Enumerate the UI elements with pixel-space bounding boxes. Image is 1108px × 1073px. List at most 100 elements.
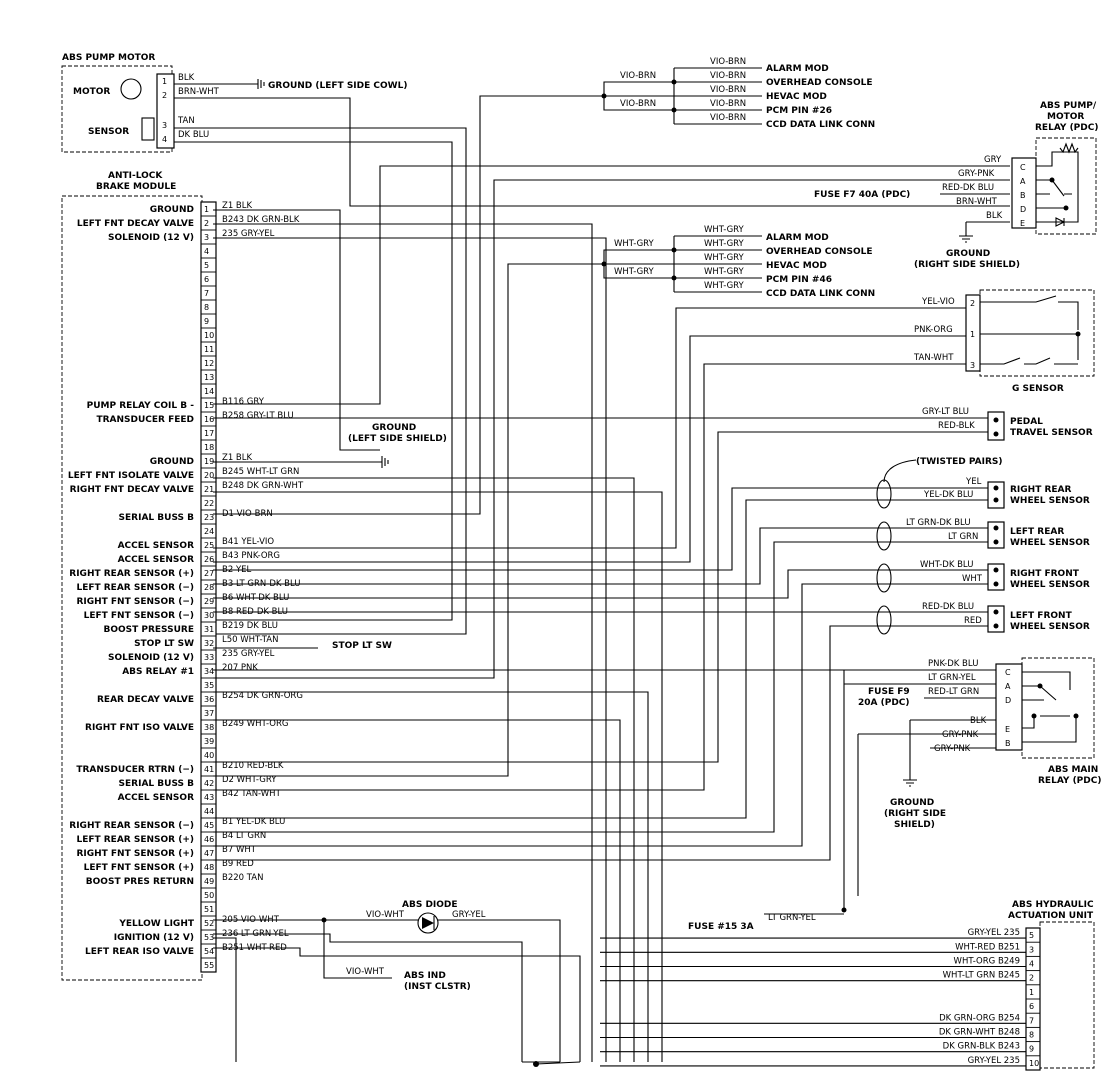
hcu-pin-number: 8 [1029,1031,1034,1040]
wire-label: TAN-WHT [913,353,954,363]
wire-b251 [213,937,581,1062]
relay-title: RELAY (PDC) [1038,776,1101,786]
hcu-pin-number: 9 [1029,1045,1034,1054]
diode-title: ABS DIODE [402,900,458,910]
wire-label: WHT-GRY [614,239,655,249]
ground-symbol [959,235,973,243]
pin-dot [993,567,999,573]
abs-pump-motor: ABS PUMP MOTOR MOTOR SENSOR 1 2 3 4 BLK … [61,53,1010,635]
module-pin-number: 54 [204,947,214,956]
wire-b249 [213,719,621,1062]
module-pin-number: 24 [204,527,214,536]
module-pin-number: 47 [204,849,214,858]
wire-label: LT GRN [948,532,978,542]
module-pin-number: 8 [204,303,209,312]
wire-gry-pnk-pump [213,179,1010,679]
g-pin: 1 [970,330,975,339]
wire-label: RED-DK BLU [942,183,994,193]
twisted-pair-icon [876,479,892,509]
splice [671,79,677,85]
hcu-wire-label: GRY-YEL 235 [968,928,1020,938]
wheel-connector [987,481,1005,509]
hcu-harness [522,1061,581,1065]
module-pin-wire: D2 WHT-GRY [222,775,277,785]
hcu-title: ACTUATION UNIT [1008,911,1094,921]
hcu-pin-number: 10 [1029,1059,1039,1068]
module-pin-number: 19 [204,457,214,466]
wire-label: BLK [178,73,195,83]
hcu-wire-label: WHT-LT GRN B245 [943,971,1020,981]
wheel-connector [987,605,1005,633]
module-pin-number: 41 [204,765,214,774]
module-pin-wire: B43 PNK-ORG [222,551,280,561]
module-pin-number: 6 [204,275,209,284]
wire-rf-wht-dkblu [213,569,988,599]
module-pin-number: 7 [204,289,209,298]
relay-pin: D [1020,205,1026,214]
module-pin-number: 48 [204,863,214,872]
dest-label: ALARM MOD [766,233,829,243]
splice [321,917,327,923]
wire-label: LT GRN-DK BLU [906,518,971,528]
module-pin-function: TRANSDUCER RTRN (−) [76,765,194,775]
module-pin-number: 32 [204,639,214,648]
pedal-label: TRAVEL SENSOR [1010,428,1093,438]
module-pin-wire: B116 GRY [222,397,265,407]
module-pin-function: GROUND [150,457,194,467]
sensor-symbol [141,117,155,141]
module-pin-number: 36 [204,695,214,704]
wire-b116-gry [213,165,1010,405]
pm-pin: 2 [162,91,167,100]
wire-label: VIO-WHT [346,967,385,977]
wheel-sensors: (TWISTED PAIRS) YEL YEL-DK BLU LT GRN-DK… [213,457,1090,861]
wheel-label: WHEEL SENSOR [1010,580,1090,590]
wire-abs-ind [323,920,392,979]
module-pin-function: STOP LT SW [134,639,194,649]
splice [671,275,677,281]
module-pin-number: 22 [204,499,214,508]
wire-235-gry-yel [213,237,607,1062]
wire-label: GRY-LT BLU [922,407,969,417]
hcu-wire-label: WHT-ORG B249 [954,957,1020,967]
motor-symbol [120,78,142,100]
wire-pm-brn-wht [174,97,1010,207]
module-pin-number: 40 [204,751,214,760]
ground-symbol [903,779,917,787]
module-pin-wire: B4 LT GRN [222,831,266,841]
relay-internal [1036,151,1079,223]
fuse-f9-label: 20A (PDC) [858,698,910,708]
module-pin-number: 53 [204,933,214,942]
dest-label: CCD DATA LINK CONN [766,120,875,130]
contact [1075,331,1081,337]
dest-label: CCD DATA LINK CONN [766,289,875,299]
wire-label: GRY-PNK [942,730,979,740]
g-pin: 3 [970,361,975,370]
ground-label: SHIELD) [894,820,935,830]
module-pin-wire: Z1 BLK [222,201,252,211]
wire-lr-ltgrn [213,541,988,833]
dest-label: OVERHEAD CONSOLE [766,247,873,257]
module-pin-wire: B41 YEL-VIO [222,537,274,547]
wire-label: LT GRN-YEL [768,913,816,923]
module-pin-number: 25 [204,541,214,550]
wire-d1-branches [673,67,762,125]
hcu-pin-number: 2 [1029,974,1034,983]
pm-pin: 4 [162,135,167,144]
wire-yel-vio [213,307,966,549]
module-pin-number: 1 [204,205,209,214]
relay-pin: A [1005,682,1011,691]
wire-label: DK BLU [178,130,209,140]
module-pin-function: LEFT REAR SENSOR (+) [76,835,194,845]
wheel-label: LEFT FRONT [1010,611,1073,621]
module-pin-function: RIGHT REAR SENSOR (+) [69,569,194,579]
wire-rr-yel [213,487,988,571]
module-pin-number: 14 [204,387,214,396]
module-pin-function: SOLENOID (12 V) [108,653,194,663]
module-pin-number: 27 [204,569,214,578]
module-pin-number: 13 [204,373,214,382]
dest-label: HEVAC MOD [766,92,827,102]
pin-dot [993,417,999,423]
module-pin-wire: B1 YEL-DK BLU [222,817,285,827]
splice [671,247,677,253]
